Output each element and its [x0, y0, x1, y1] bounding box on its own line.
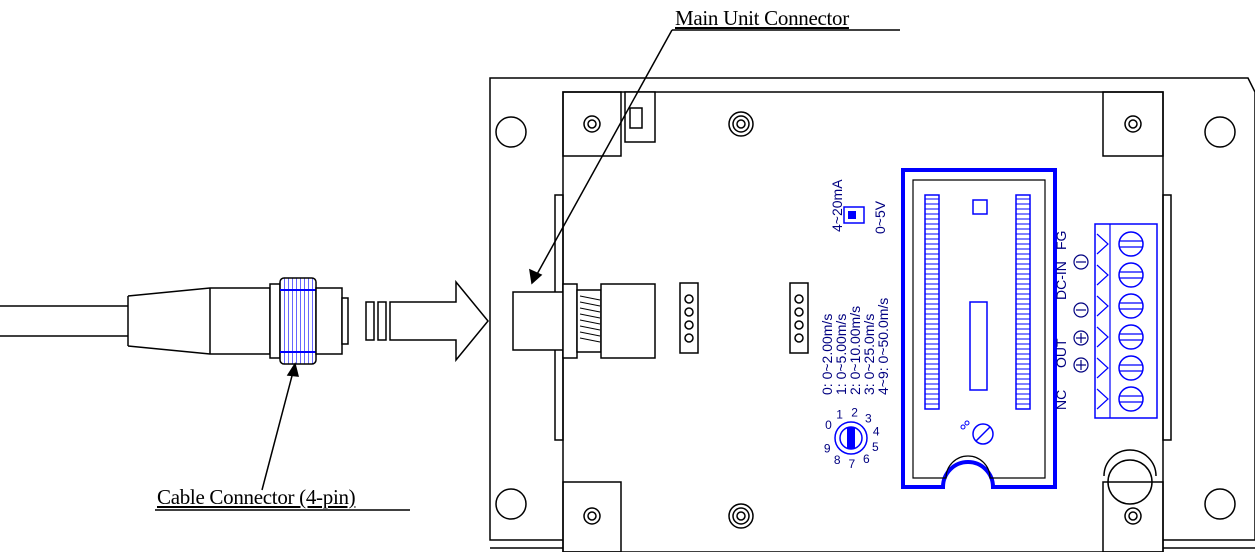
terminal-clamp [1096, 295, 1109, 317]
terminal-clamp [1096, 233, 1109, 255]
range-item-2: 2: 0~10.00m/s [847, 306, 863, 395]
switch-label-current: 4~20mA [829, 179, 845, 232]
dial-digit: 7 [849, 457, 856, 471]
range-item-1: 1: 0~5.00m/s [833, 314, 849, 395]
comb-frame [924, 194, 940, 410]
cable-connector [269, 277, 349, 365]
dial-digit: 8 [834, 453, 841, 467]
switch-label-voltage: 0~5V [872, 200, 888, 234]
terminal-clamp [1096, 357, 1109, 379]
range-item-3: 3: 0~25.0m/s [861, 314, 877, 395]
unit-body [554, 91, 1172, 553]
callout-cable-connector: Cable Connector (4-pin) [157, 485, 356, 509]
main-unit-connector [512, 283, 656, 359]
terminal-screw [1118, 386, 1144, 412]
terminal-clamp [1096, 326, 1109, 348]
terminal-screw [1118, 355, 1144, 381]
terminal-label-out: OUT [1053, 338, 1069, 368]
output-select-switch: 4~20mA 0~5V [829, 179, 888, 234]
dial-digit: 5 [872, 440, 879, 454]
terminal-block: NC OUT DC-IN FG [1053, 223, 1158, 419]
dial-digit: 9 [824, 442, 831, 456]
dial-digit: 2 [851, 405, 858, 419]
dial-digit: 0 [825, 418, 832, 432]
range-item-0: 0: 0~2.00m/s [819, 314, 835, 395]
callout-main-unit-connector: Main Unit Connector [675, 6, 849, 30]
terminal-screw [1118, 262, 1144, 288]
comb-left [924, 194, 940, 410]
terminal-label-fg: FG [1053, 231, 1069, 250]
cable [0, 287, 271, 355]
mounting-screws [583, 111, 1157, 529]
terminal-screw [1118, 293, 1144, 319]
dial-digit: 4 [873, 425, 880, 439]
comb-frame [1015, 194, 1031, 410]
top-small-connector [624, 91, 656, 143]
terminal-label-dc-in: DC-IN [1053, 261, 1069, 300]
terminal-clamp [1096, 388, 1109, 410]
range-item-4: 4~9: 0~50.0m/s [875, 298, 891, 395]
terminal-screw [1118, 324, 1144, 350]
pin-header-right [789, 282, 809, 354]
callout-leaders [155, 29, 900, 511]
terminal-label-nc: NC [1053, 390, 1069, 410]
display-module [901, 168, 1057, 489]
pin-header-left [679, 282, 699, 354]
terminal-clamp [1096, 264, 1109, 286]
dial-digit: 1 [836, 408, 843, 422]
comb-right [1015, 194, 1031, 410]
dial-digit: 3 [865, 412, 872, 426]
insertion-arrow [365, 279, 489, 363]
range-table: 0: 0~2.00m/s 1: 0~5.00m/s 2: 0~10.00m/s … [819, 298, 891, 395]
terminal-screw [1118, 231, 1144, 257]
dial-digit: 6 [863, 452, 870, 466]
